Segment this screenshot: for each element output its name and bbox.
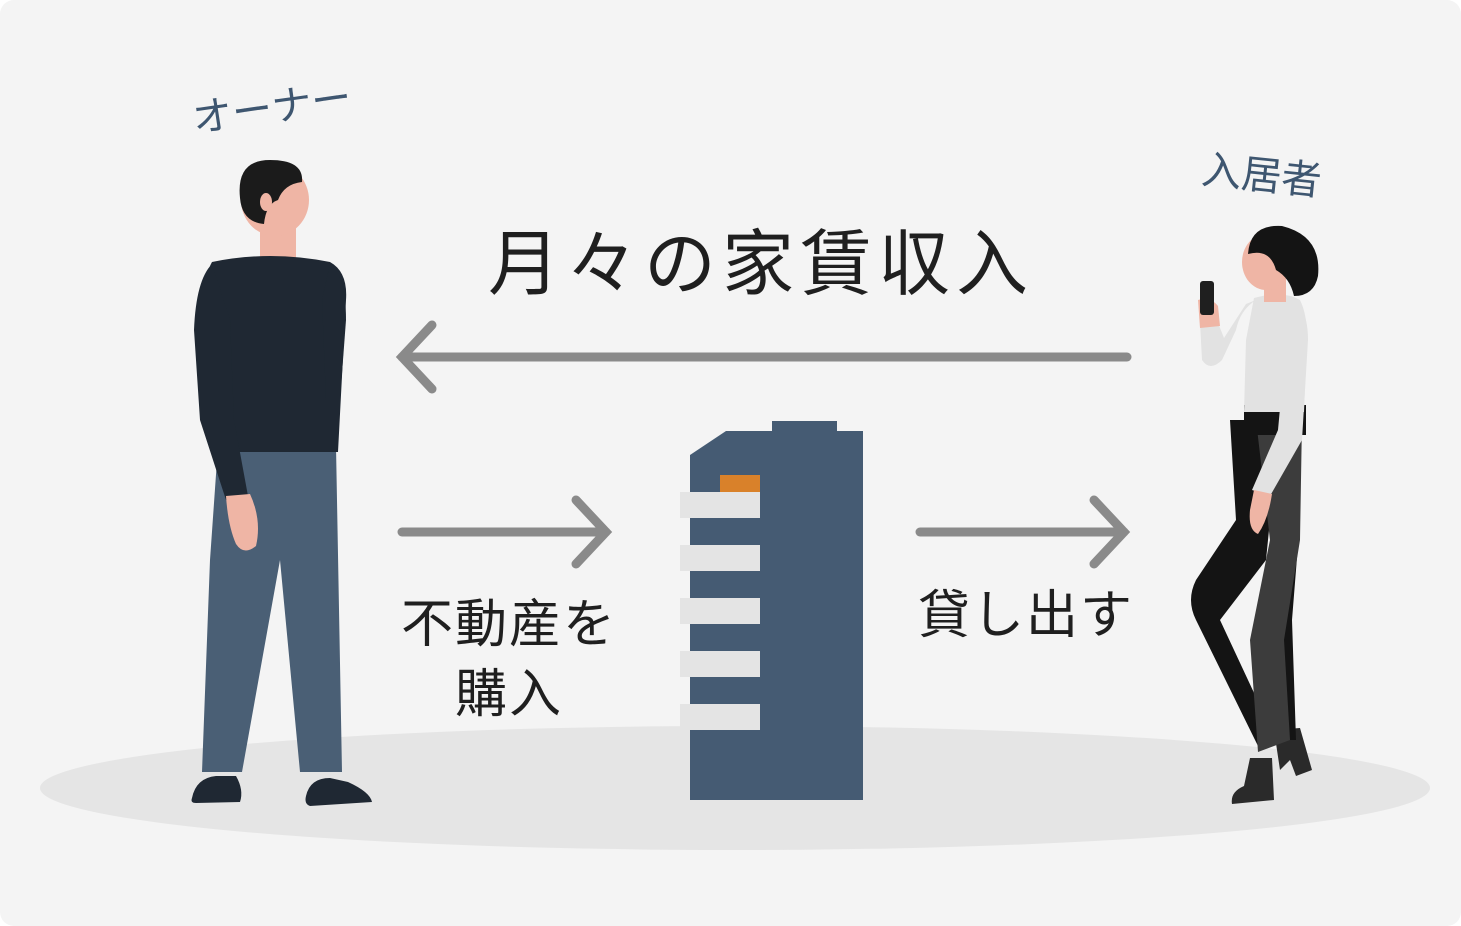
building-icon — [680, 421, 863, 800]
rent-income-label: 月々の家賃収入 — [488, 222, 1035, 306]
purchase-arrow — [397, 495, 613, 569]
tenant-figure-icon — [1191, 225, 1319, 804]
tenant-label: 入居者 — [1199, 147, 1324, 206]
rent-arrow — [395, 320, 1132, 394]
lend-arrow — [915, 495, 1131, 569]
purchase-label: 不動産を購入 — [400, 595, 617, 725]
lend-label: 貸し出す — [918, 586, 1135, 646]
smartphone-icon — [1200, 281, 1214, 315]
owner-figure-icon — [191, 160, 372, 806]
